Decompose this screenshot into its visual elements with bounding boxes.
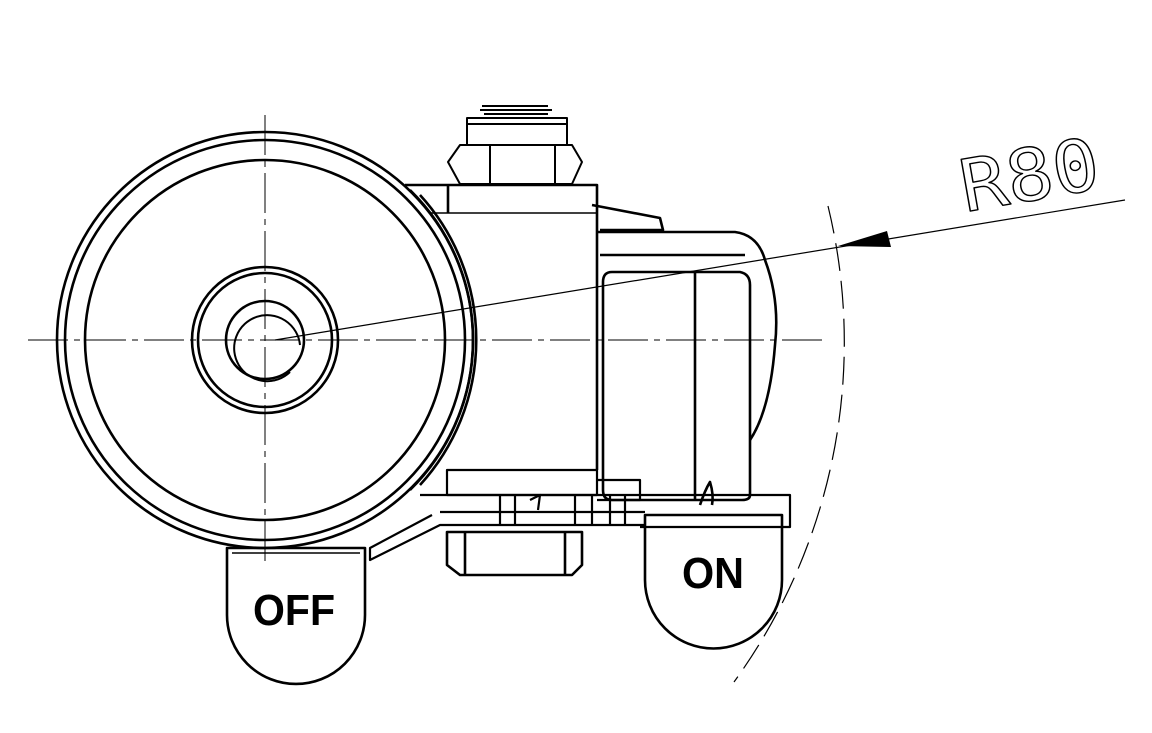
wheel-hub	[190, 265, 340, 415]
bottom-nut	[445, 530, 584, 577]
on-label: ON	[682, 549, 744, 598]
base-plate	[368, 468, 792, 562]
dimension-label: R80	[953, 122, 1105, 229]
dimension-arrow-icon	[838, 231, 891, 247]
off-button[interactable]: OFF	[225, 546, 367, 686]
radius-arc	[733, 205, 845, 683]
on-button[interactable]: ON	[643, 513, 784, 650]
lever-housing	[598, 230, 778, 506]
top-nut	[447, 105, 583, 185]
center-lines	[28, 115, 825, 565]
switch-body	[405, 183, 665, 470]
off-label: OFF	[253, 586, 335, 635]
